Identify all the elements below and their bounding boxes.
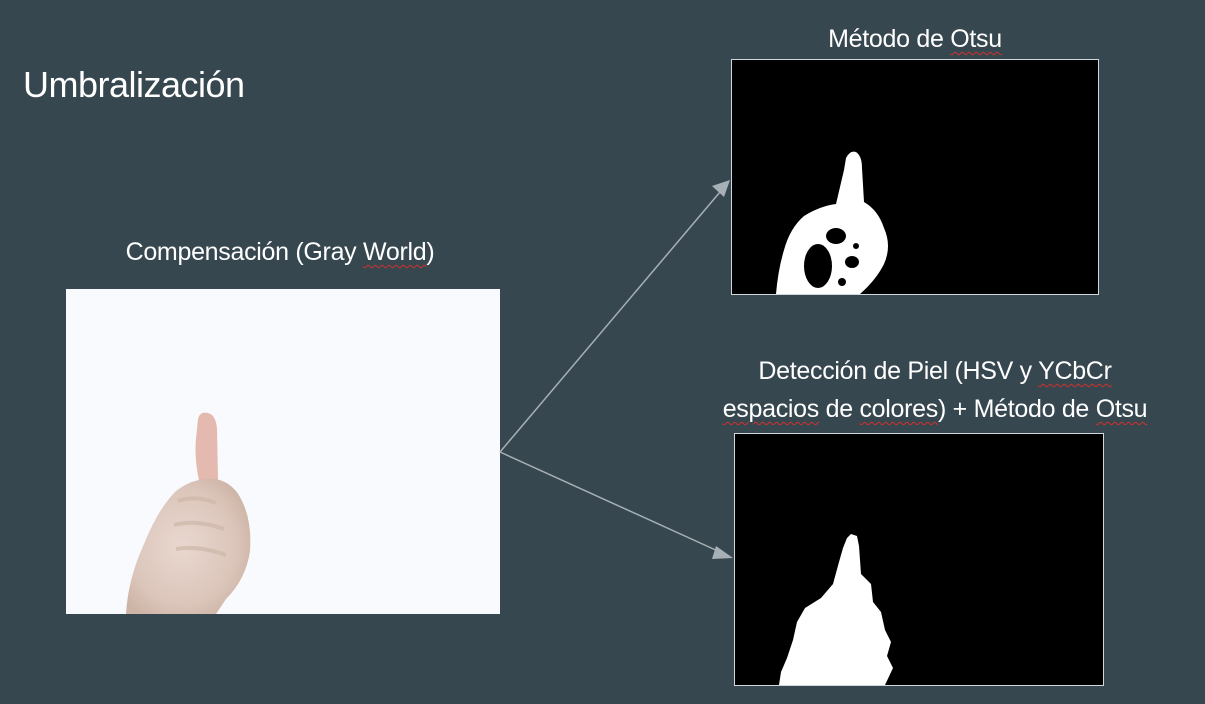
arrow-to-otsu [499,191,721,453]
skin-caption-line-2: espacios de colores) + Método de Otsu [690,390,1180,428]
slide-title: Umbralización [23,64,245,105]
gray-world-caption-end: ) [426,238,435,266]
spellcheck-word: Otsu [950,25,1002,53]
spellcheck-word: YCbCr [1038,357,1112,385]
skin-caption-text: ) + Método de [937,395,1096,423]
spellcheck-word: Otsu [1095,395,1148,423]
otsu-caption: Método de Otsu [730,20,1100,58]
otsu-caption-text: Método de [828,25,951,53]
gray-world-caption-text: Compensación (Gray [125,238,364,266]
skin-detection-mask-image [734,433,1104,686]
gray-world-caption: Compensación (Gray World) [60,233,500,271]
spellcheck-word: World [363,238,427,266]
arrow-head-icon [712,546,733,559]
skin-detection-caption: Detección de Piel (HSV y YCbCr espacios … [690,352,1180,428]
gray-world-hand-image [66,289,500,614]
skin-caption-line-1: Detección de Piel (HSV y YCbCr [690,352,1180,390]
spellcheck-word: espacios [722,395,820,423]
spellcheck-word: colores [859,395,938,423]
otsu-mask-image [731,59,1099,295]
arrow-to-skin [499,451,721,553]
skin-caption-text: de [818,395,860,423]
skin-caption-text: Detección de Piel (HSV y [758,357,1039,385]
arrow-head-icon [712,180,730,197]
